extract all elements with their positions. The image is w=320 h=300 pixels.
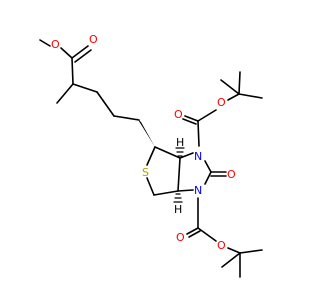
bond-ester-carbonyl xyxy=(71,45,89,59)
atom-n-top: N xyxy=(194,150,202,163)
bond-c4-s xyxy=(146,146,156,166)
bond-n-bottom-c3a xyxy=(177,189,194,192)
atom-o-ester-carbonyl: O xyxy=(89,33,98,46)
bond-ester-carbonyl-double xyxy=(74,49,92,63)
bond-c2-n-bottom xyxy=(204,171,212,185)
atom-o-ester-single: O xyxy=(51,38,60,51)
bond-boc-top-o-quat xyxy=(227,93,240,101)
bond-boc-top-carbonyl xyxy=(184,115,199,122)
bond-n-top-c2 xyxy=(204,160,212,173)
atom-h-top: H xyxy=(176,136,184,149)
bond-n-top-boc xyxy=(197,120,200,147)
bond-boc-top-methyl-2 xyxy=(238,71,241,95)
bond-c6-c3a xyxy=(153,190,179,196)
bond-boc-bottom-carbonyl-double xyxy=(188,230,201,238)
bond-alpha-methyl xyxy=(56,83,74,104)
bond-methyl-oxygen xyxy=(39,39,51,47)
bond-chain-2 xyxy=(96,91,115,117)
wedge-bond-c4-chain xyxy=(137,118,155,147)
bond-c3a-c6a xyxy=(177,157,181,192)
atom-n-bottom: N xyxy=(194,184,202,197)
hash-bond-top-h xyxy=(175,147,185,157)
atom-s-ring: S xyxy=(142,166,149,179)
atom-o-boc-top-single: O xyxy=(217,96,226,109)
bond-c6a-n-top xyxy=(179,152,194,159)
atom-o-boc-top-carbonyl: O xyxy=(174,108,183,121)
bonds xyxy=(39,39,263,278)
bond-boc-bottom-o-quat xyxy=(227,247,241,254)
bond-boc-top-carbonyl-double xyxy=(182,118,197,125)
bond-boc-bottom-methyl-1 xyxy=(239,249,263,254)
atom-o-urea: O xyxy=(227,168,236,181)
atom-h-bottom: H xyxy=(174,203,182,216)
atom-o-boc-bottom-carbonyl: O xyxy=(176,231,185,244)
bond-chain-3 xyxy=(113,115,140,121)
bond-s-c6 xyxy=(146,177,155,196)
bond-chain-1 xyxy=(72,83,98,93)
atom-o-boc-bottom-single: O xyxy=(217,239,226,252)
bond-boc-bottom-ester xyxy=(197,227,217,242)
bond-oxygen-ester-carbon xyxy=(60,47,73,59)
bond-ester-alpha xyxy=(71,57,74,85)
structure-drawing: O O S N N O O O O O H H xyxy=(39,33,263,278)
bond-boc-bottom-carbonyl xyxy=(186,227,199,235)
bond-boc-top-methyl-1 xyxy=(238,93,263,99)
hash-bond-bottom-h xyxy=(173,193,183,203)
molecule-canvas: O O S N N O O O O O H H xyxy=(39,33,263,278)
bond-c6a-c4 xyxy=(154,146,181,159)
bond-boc-top-methyl-3 xyxy=(220,79,240,95)
bond-boc-top-ester xyxy=(197,109,217,122)
bond-boc-bottom-methyl-3 xyxy=(221,252,241,268)
